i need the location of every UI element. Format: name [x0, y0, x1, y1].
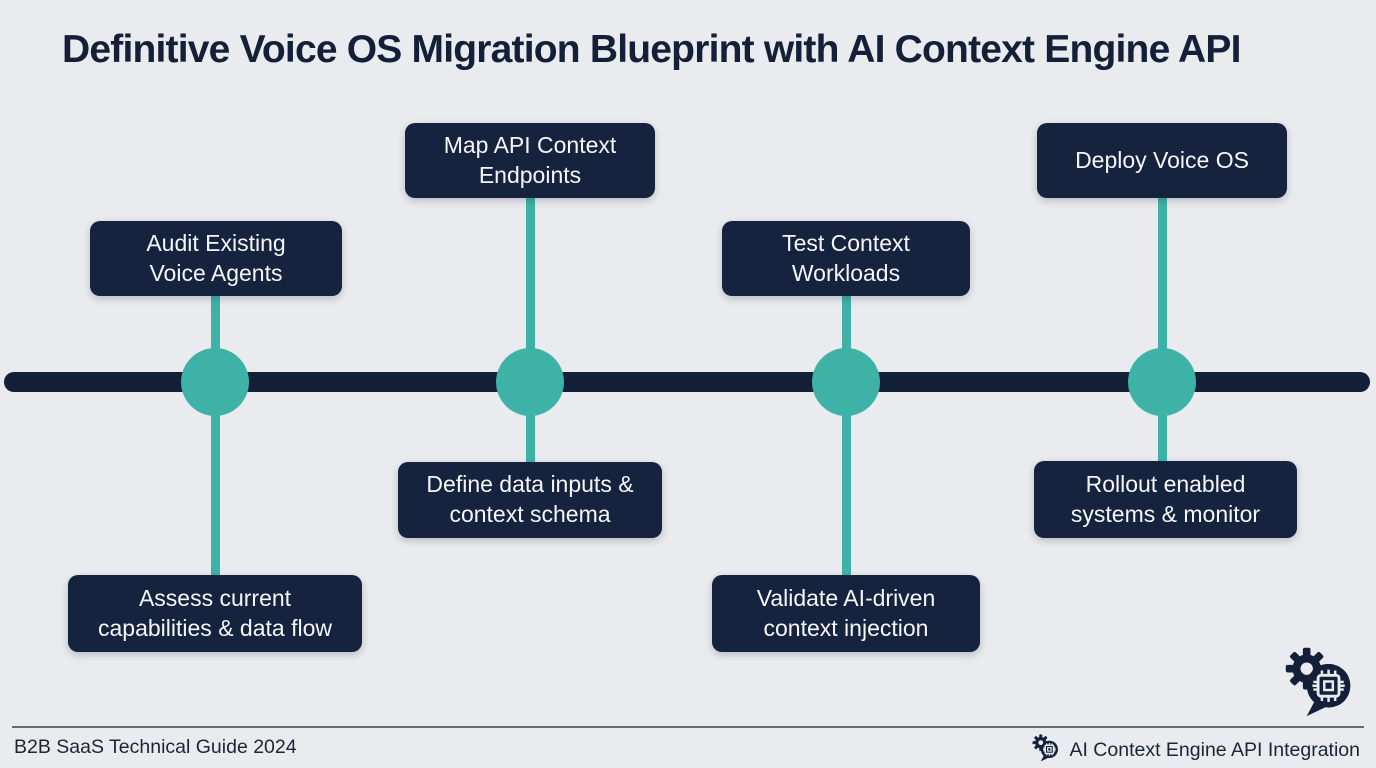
step-box-deploy-voice-os: Deploy Voice OS [1037, 123, 1287, 198]
gear-chip-icon [1031, 732, 1061, 768]
footer-right: AI Context Engine API Integration [1031, 732, 1360, 768]
step-box-define-data-inputs: Define data inputs & context schema [398, 462, 662, 538]
step-box-map-api-context-endpoints: Map API Context Endpoints [405, 123, 655, 198]
timeline-node-1 [181, 348, 249, 416]
step-box-audit-existing-voice-agents: Audit Existing Voice Agents [90, 221, 342, 296]
connector-node4-down [1157, 382, 1167, 467]
footer-divider [12, 726, 1364, 728]
gear-chip-logo-icon [1282, 642, 1358, 720]
step-box-validate-ai-driven-injection: Validate AI-driven context injection [712, 575, 980, 652]
connector-node3-up [841, 290, 851, 384]
page-title: Definitive Voice OS Migration Blueprint … [62, 28, 1241, 71]
footer-right-text: AI Context Engine API Integration [1069, 739, 1360, 761]
step-box-assess-current-capabilities: Assess current capabilities & data flow [68, 575, 362, 652]
connector-node2-up [525, 192, 535, 384]
timeline-bar [4, 372, 1370, 392]
connector-node2-down [525, 382, 535, 468]
step-box-test-context-workloads: Test Context Workloads [722, 221, 970, 296]
connector-node1-up [210, 290, 220, 384]
step-box-rollout-enabled-systems: Rollout enabled systems & monitor [1034, 461, 1297, 538]
connector-node3-down [841, 382, 851, 580]
footer-left-text: B2B SaaS Technical Guide 2024 [14, 736, 297, 758]
timeline-node-3 [812, 348, 880, 416]
timeline-node-4 [1128, 348, 1196, 416]
connector-node1-down [210, 382, 220, 580]
connector-node4-up [1157, 192, 1167, 384]
timeline-node-2 [496, 348, 564, 416]
